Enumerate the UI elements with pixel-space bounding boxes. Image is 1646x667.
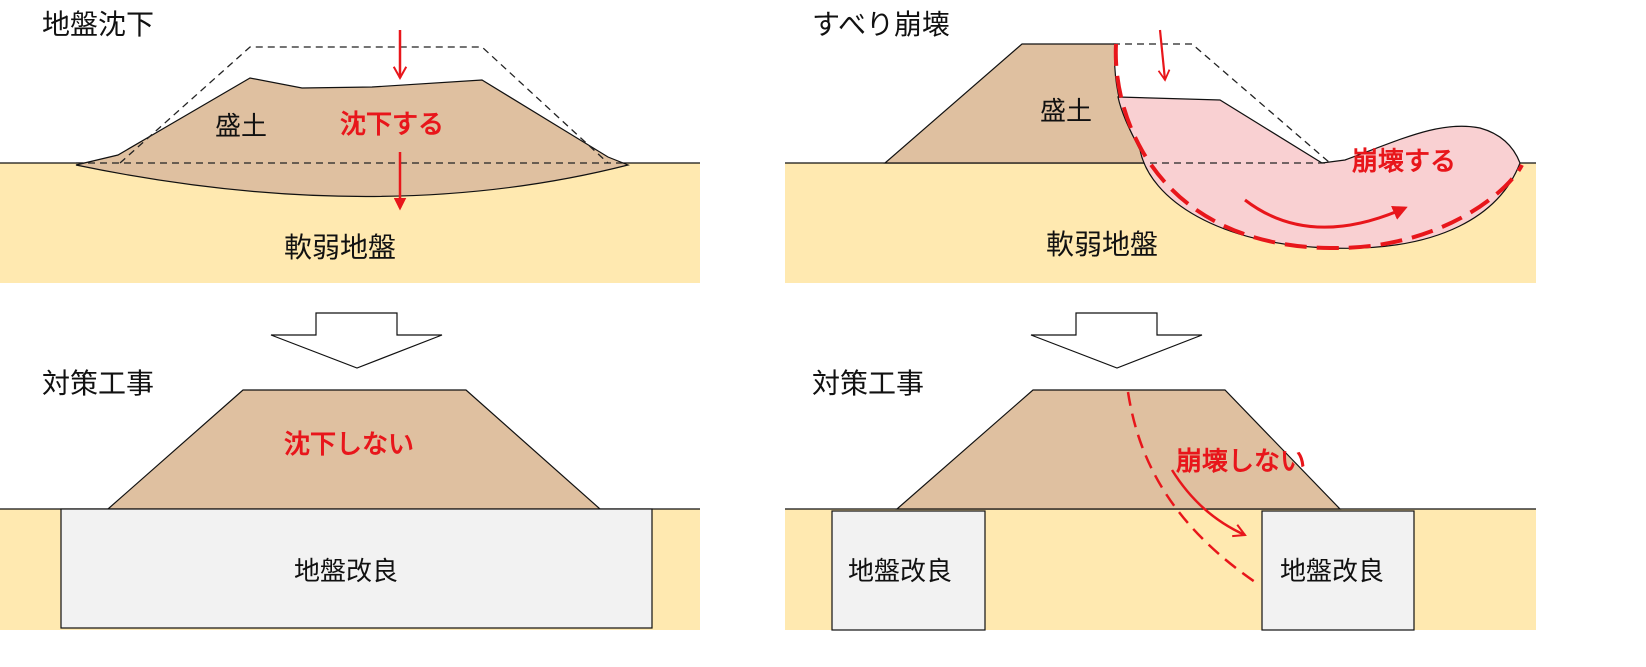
slip-failure-panel: すべり崩壊 盛土 崩壊する 軟弱地盤 xyxy=(785,8,1536,283)
panel-title: すべり崩壊 xyxy=(812,8,950,41)
load-arrow xyxy=(1157,29,1171,82)
settlement-panel: 地盤沈下 盛土 沈下する 軟弱地盤 xyxy=(0,8,700,283)
prevented-slip-surface xyxy=(1126,391,1256,584)
transition-arrow-right xyxy=(1030,312,1203,369)
embankment xyxy=(895,389,1342,510)
panel-title: 地盤沈下 xyxy=(42,8,154,41)
settled-embankment xyxy=(75,77,630,198)
no-collapse-label: 崩壊しない xyxy=(1176,447,1306,477)
ground-improvement-label-left: 地盤改良 xyxy=(848,557,952,587)
collapse-arrow xyxy=(1244,198,1408,229)
soft-ground-label: 軟弱地盤 xyxy=(284,231,396,264)
ground-improvement-block-right xyxy=(1261,510,1415,631)
embankment-label: 盛土 xyxy=(1040,97,1092,127)
ground-improvement-label: 地盤改良 xyxy=(294,557,398,587)
original-slope-outline xyxy=(1113,43,1331,164)
collapsed-soil-mass xyxy=(1117,96,1521,249)
prevented-slip-arrow xyxy=(1170,469,1247,538)
slip-countermeasure-panel: 対策工事 崩壊しない 地盤改良 地盤改良 xyxy=(785,367,1536,631)
ground-improvement-block xyxy=(60,508,653,629)
ground-improvement-block-left xyxy=(831,510,986,631)
panel-title: 対策工事 xyxy=(42,367,154,400)
embankment-label: 盛土 xyxy=(215,112,267,142)
remaining-embankment xyxy=(883,43,1152,164)
settlement-countermeasure-panel: 対策工事 沈下しない 地盤改良 xyxy=(0,367,700,630)
soft-ground-label: 軟弱地盤 xyxy=(1046,228,1158,261)
ground-improvement-label-right: 地盤改良 xyxy=(1280,557,1384,587)
collapse-effect-label: 崩壊する xyxy=(1352,147,1456,177)
no-settlement-label: 沈下しない xyxy=(284,430,414,460)
original-embankment-outline xyxy=(119,46,609,164)
settlement-effect-label: 沈下する xyxy=(340,110,444,140)
slip-surface xyxy=(1113,43,1524,251)
panel-title: 対策工事 xyxy=(812,367,924,400)
transition-arrow-left xyxy=(270,312,443,369)
